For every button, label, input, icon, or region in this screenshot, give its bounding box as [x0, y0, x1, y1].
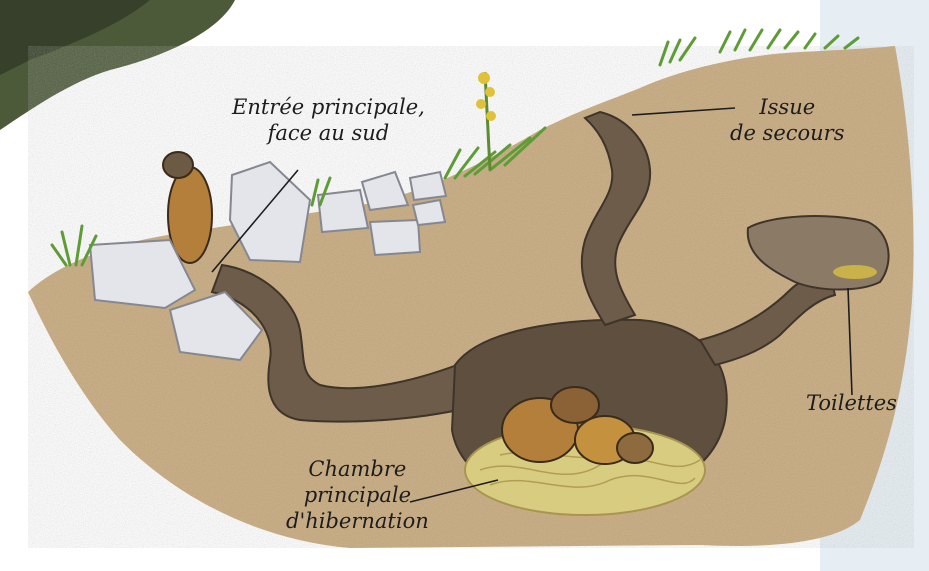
- grass-icon: [660, 38, 695, 65]
- droppings: [833, 265, 877, 279]
- hibernation-chamber-label: Chambre principale d'hibernation: [286, 456, 429, 534]
- entrance-label-line2: face au sud: [232, 120, 425, 146]
- rock-icon: [410, 172, 446, 200]
- emergency-exit-label-line2: de secours: [730, 120, 845, 146]
- entrance-label: Entrée principale, face au sud: [232, 94, 425, 146]
- marmot-icon: [617, 433, 653, 463]
- entrance-label-line1: Entrée principale,: [232, 94, 425, 120]
- flower-stem: [485, 72, 490, 170]
- rock-icon: [370, 220, 420, 255]
- hibernation-chamber-label-line1: Chambre: [286, 456, 429, 482]
- flower: [485, 87, 495, 97]
- flower: [486, 111, 496, 121]
- rock-icon: [362, 172, 408, 210]
- emergency-exit-label-line1: Issue: [730, 94, 845, 120]
- flower: [476, 99, 486, 109]
- hibernation-chamber-label-line3: d'hibernation: [286, 508, 429, 534]
- rock-icon: [413, 200, 445, 225]
- rock-icon: [318, 190, 368, 232]
- toilets-label: Toilettes: [806, 390, 897, 416]
- hibernation-chamber-label-line2: principale: [286, 482, 429, 508]
- toilets-label-text: Toilettes: [806, 390, 897, 416]
- emergency-exit-label: Issue de secours: [730, 94, 845, 146]
- marmot-head: [163, 152, 193, 178]
- flower: [478, 72, 490, 84]
